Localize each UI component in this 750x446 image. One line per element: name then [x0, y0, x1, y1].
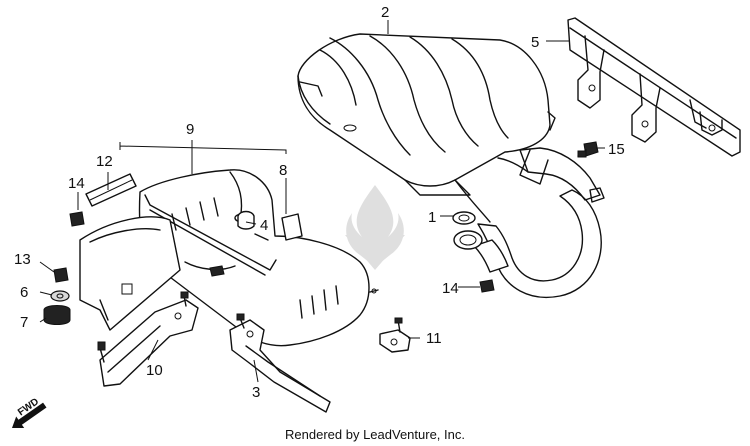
callout-8: 8 — [279, 162, 287, 179]
leadventure-watermark-icon — [250, 175, 500, 275]
callout-3: 3 — [252, 384, 260, 401]
stay-part-10 — [97, 291, 199, 387]
callout-1: 1 — [428, 209, 436, 226]
callout-4: 4 — [260, 217, 268, 234]
nut-part-13 — [53, 267, 69, 283]
callout-leaders — [39, 20, 605, 383]
label-part-12 — [85, 173, 137, 207]
callout-11: 11 — [426, 330, 442, 347]
heat-protector-plate — [79, 216, 181, 331]
gasket-part-1 — [452, 211, 476, 225]
bolt-part-15 — [577, 141, 599, 158]
callout-10: 10 — [146, 362, 163, 379]
washer-part-6 — [50, 290, 70, 302]
callout-12: 12 — [96, 153, 113, 170]
callout-14-right: 14 — [442, 280, 459, 297]
callout-6: 6 — [20, 284, 28, 301]
muffler-bracket-part — [567, 17, 741, 157]
callout-7: 7 — [20, 314, 28, 331]
callout-9: 9 — [186, 121, 194, 138]
callout-2: 2 — [381, 4, 389, 21]
clip-part-11 — [379, 317, 411, 353]
callout-15: 15 — [608, 141, 625, 158]
rubber-part-7 — [43, 305, 71, 325]
callout-5: 5 — [531, 34, 539, 51]
arrow-left-icon — [12, 402, 47, 428]
callout-numbers: 2 5 15 1 14 11 4 8 9 12 14 13 6 7 10 3 — [14, 4, 625, 401]
nut-part-14-right — [479, 279, 495, 293]
label-part-8 — [281, 213, 303, 241]
exhaust-pipe-part — [453, 147, 605, 298]
stay-part-3 — [229, 313, 331, 413]
callout-14-left: 14 — [68, 175, 85, 192]
grommet-part-4 — [237, 210, 255, 230]
callout-13: 13 — [14, 251, 31, 268]
muffler-part — [297, 33, 556, 223]
render-credit: Rendered by LeadVenture, Inc. — [285, 427, 465, 442]
nut-part-14-left — [69, 211, 85, 227]
